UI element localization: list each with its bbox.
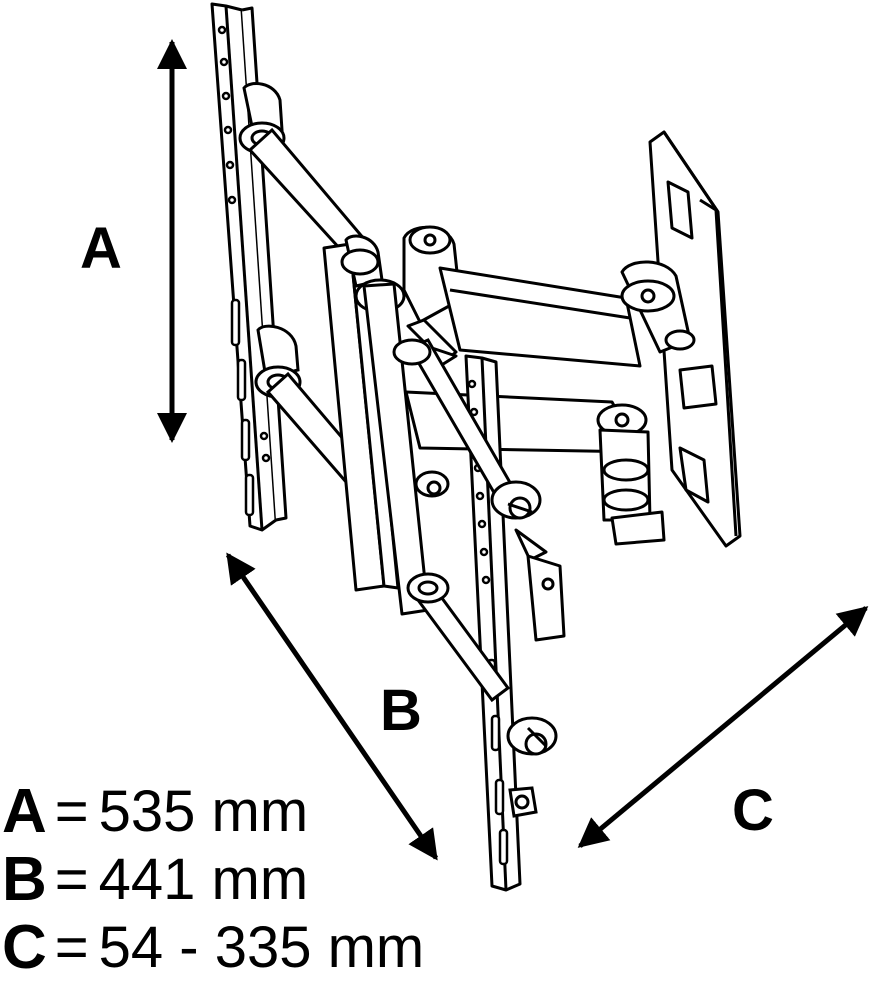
upper-arm (402, 225, 642, 368)
dimension-b-arrow (225, 552, 439, 861)
wall-plate-left (210, 2, 288, 532)
dimension-legend: A = 535 mm B = 441 mm C = 54 - 335 mm (2, 778, 424, 982)
legend-key: B (2, 845, 47, 914)
lower-rods (392, 338, 515, 703)
middle-pivot-block (322, 234, 430, 616)
front-vesa-rail (464, 354, 522, 892)
legend-row-c: C = 54 - 335 mm (2, 914, 424, 982)
legend-key: C (2, 913, 47, 982)
legend-key: A (2, 777, 47, 846)
legend-row-b: B = 441 mm (2, 846, 424, 914)
legend-row-a: A = 535 mm (2, 778, 424, 846)
tv-bracket-plate (620, 130, 742, 548)
legend-value: 441 mm (98, 847, 309, 912)
legend-equals: = (54, 915, 89, 980)
legend-value: 535 mm (98, 779, 309, 844)
legend-equals: = (54, 779, 89, 844)
dimension-b-label: B (380, 678, 422, 743)
dimension-a-label: A (80, 216, 122, 281)
dimension-c-arrow (577, 606, 869, 848)
legend-equals: = (54, 847, 89, 912)
legend-value: 54 - 335 mm (98, 915, 425, 980)
lock-tab (514, 528, 566, 642)
dimension-c-label: C (732, 778, 774, 843)
front-bolts (414, 470, 558, 818)
